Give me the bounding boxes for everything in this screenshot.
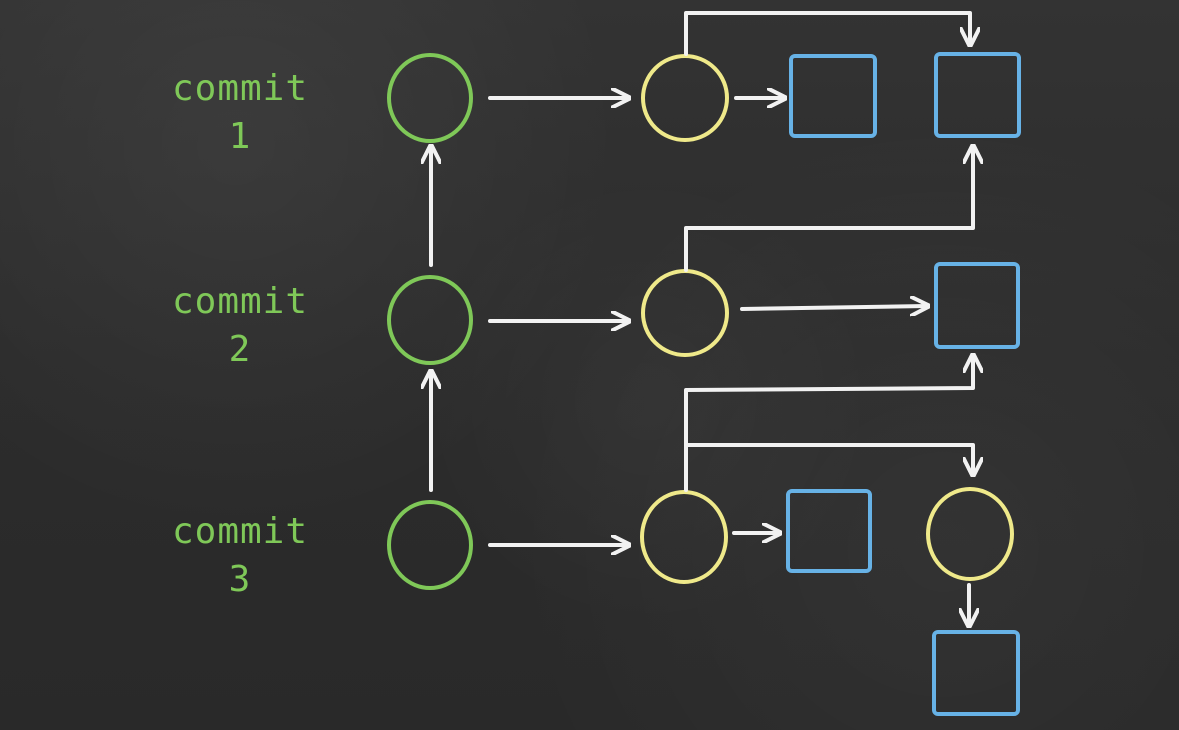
commit-3-number: 3: [228, 559, 252, 600]
tree-2-to-blob-c-arrow: [740, 306, 926, 309]
blob-a-node: [789, 54, 877, 138]
subtree-node: [926, 487, 1014, 581]
commit-2-label: commit 2: [145, 278, 335, 374]
blob-b-node: [934, 52, 1021, 138]
tree-3-node: [640, 490, 728, 584]
tree-2-to-blob-b-arrow: [684, 148, 973, 272]
tree-1-to-blob-b-arrow: [684, 11, 970, 56]
commit-1-label: commit 1: [145, 65, 335, 161]
tree-2-node: [641, 269, 729, 357]
commit-2-node: [387, 275, 473, 365]
tree-3-to-subtree-arrow: [684, 443, 973, 473]
commit-3-word: commit: [171, 511, 309, 552]
commit-2-word: commit: [171, 281, 309, 322]
commit-3-label: commit 3: [145, 508, 335, 604]
blob-d-node: [786, 489, 872, 573]
tree-3-to-blob-c-arrow: [684, 357, 973, 492]
commit-2-number: 2: [228, 329, 252, 370]
blob-e-node: [932, 630, 1020, 716]
blob-c-node: [934, 262, 1020, 349]
commit-1-number: 1: [228, 116, 252, 157]
commit-1-node: [387, 53, 473, 143]
commit-1-word: commit: [171, 68, 309, 109]
tree-1-node: [641, 54, 729, 142]
commit-3-node: [387, 500, 473, 590]
